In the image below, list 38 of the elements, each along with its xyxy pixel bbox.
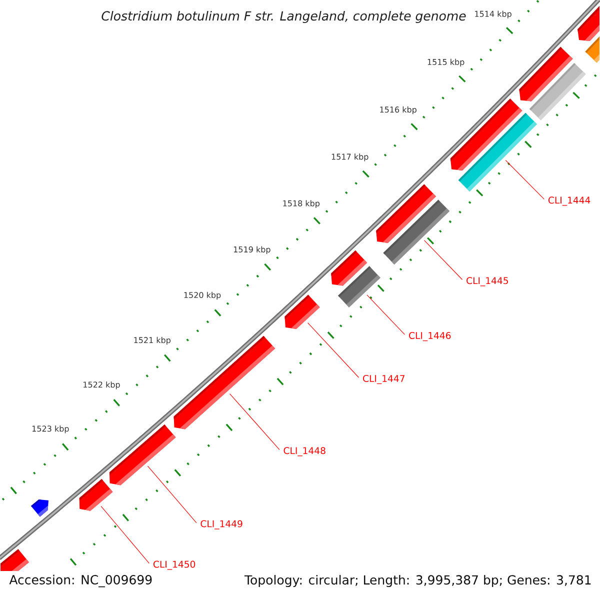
scale-label: 1516 kbp [380, 106, 416, 114]
gene-block [109, 424, 176, 486]
gene-bar [458, 112, 537, 192]
info-text: Topology: circular; Length: 3,995,387 bp; Genes: 3,781 [244, 574, 591, 588]
scale-label: 1523 kbp [32, 426, 69, 434]
leader-line [230, 393, 280, 450]
leader-line [366, 294, 406, 335]
gene-block [284, 294, 320, 330]
gene-label: CLI_1450 [154, 560, 196, 570]
gene-bar [383, 200, 450, 264]
leader-line [147, 466, 197, 524]
gene-label: CLI_1444 [548, 196, 590, 206]
gene-bar [338, 266, 380, 308]
gene-label: CLI_1449 [200, 520, 242, 530]
gene-block [79, 478, 113, 511]
scale-label: 1522 kbp [84, 381, 120, 390]
gene-label: CLI_1446 [409, 332, 451, 342]
gene-block [0, 549, 29, 571]
gene-label: CLI_1447 [363, 374, 404, 384]
scale-label: 1514 kbp [475, 10, 512, 18]
gene-bar [529, 62, 586, 120]
scale-label: 1515 kbp [428, 58, 464, 67]
scale-label: 1520 kbp [184, 292, 221, 300]
gene-bar [585, 36, 600, 63]
gene-label: CLI_1448 [284, 447, 326, 456]
leader-line [505, 160, 544, 200]
gene-block [578, 6, 600, 41]
leader-line [307, 322, 360, 378]
scale-label: 1519 kbp [234, 246, 270, 254]
leader-line [100, 506, 150, 564]
gene-block [174, 336, 276, 430]
info-text: Accession: NC_009699 [9, 574, 152, 588]
leader-line [424, 240, 463, 280]
gene-label: CLI_1445 [466, 277, 508, 286]
title: Clostridium botulinum F str. Langeland, complete genome [102, 10, 466, 24]
scale-label: 1518 kbp [283, 200, 320, 208]
gene-block [30, 499, 48, 517]
scale-label: 1517 kbp [332, 154, 368, 162]
